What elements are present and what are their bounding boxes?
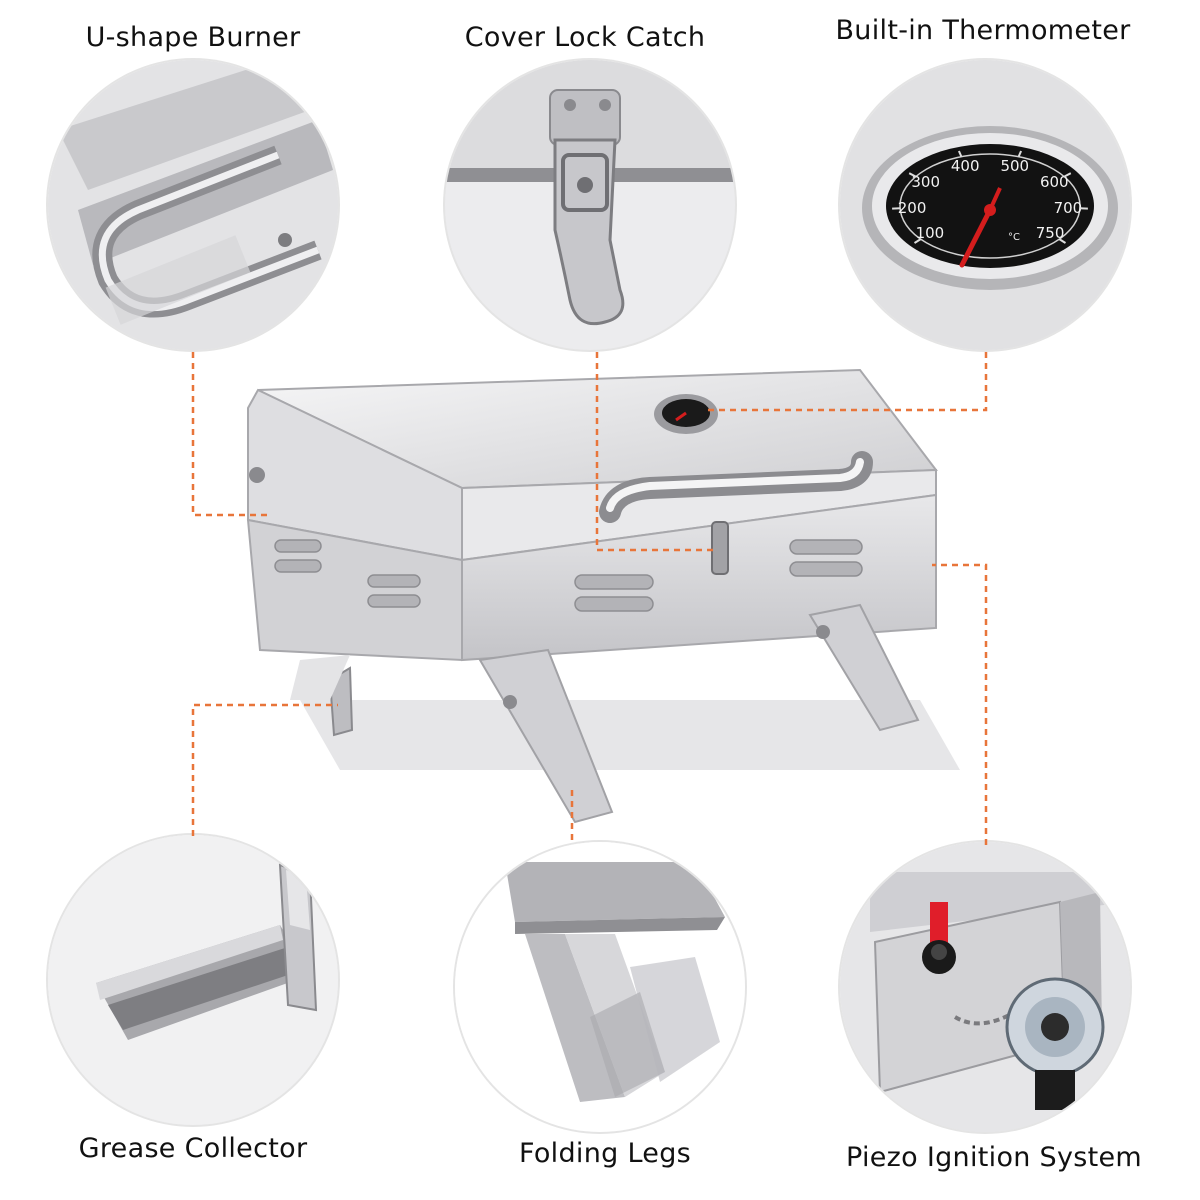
legs-label: Folding Legs bbox=[518, 1138, 692, 1169]
thermometer-scale-label: 400 bbox=[951, 157, 980, 175]
thermometer-scale-label: 700 bbox=[1054, 199, 1083, 217]
thermometer-scale-label: 100 bbox=[916, 224, 945, 242]
ignition-detail-image bbox=[840, 842, 1130, 1132]
thermometer-detail-image: 100 200 300 400 500 600 700 750 °C bbox=[840, 60, 1130, 350]
legs-detail-image bbox=[455, 842, 745, 1132]
thermometer-tick bbox=[913, 238, 922, 244]
thermometer-label: Built-in Thermometer bbox=[835, 15, 1131, 46]
thermometer-scale-label: 600 bbox=[1040, 173, 1069, 191]
thermometer-scale: 100 200 300 400 500 600 700 750 bbox=[892, 150, 1088, 244]
thermometer-tick bbox=[908, 172, 917, 178]
thermometer-scale-label: 750 bbox=[1036, 224, 1065, 242]
lock-label: Cover Lock Catch bbox=[464, 22, 706, 53]
burner-detail-image bbox=[48, 60, 338, 350]
burner-label: U-shape Burner bbox=[85, 22, 301, 53]
thermometer-tick bbox=[1063, 172, 1072, 178]
thermometer-tick bbox=[1017, 150, 1023, 158]
grease-label: Grease Collector bbox=[78, 1133, 308, 1164]
ignition-label: Piezo Ignition System bbox=[845, 1142, 1143, 1173]
lock-detail-image bbox=[445, 60, 735, 350]
thermometer-tick bbox=[1058, 238, 1067, 244]
thermometer-unit-label: °C bbox=[1008, 232, 1020, 243]
thermometer-tick bbox=[957, 150, 963, 158]
thermometer-scale-label: 200 bbox=[898, 199, 927, 217]
grease-detail-image bbox=[48, 835, 338, 1125]
thermometer-scale-label: 300 bbox=[911, 173, 940, 191]
thermometer-scale-label: 500 bbox=[1000, 157, 1029, 175]
